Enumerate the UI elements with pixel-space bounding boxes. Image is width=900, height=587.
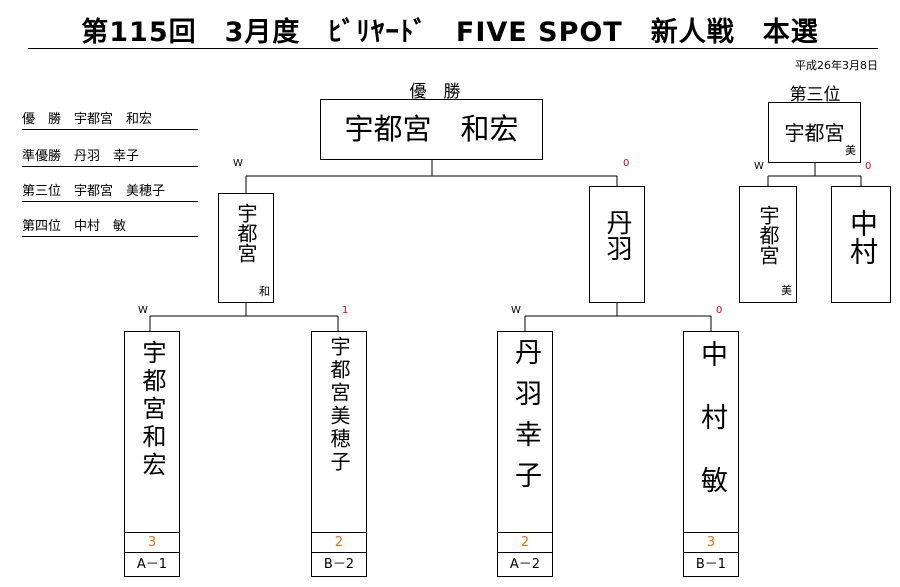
semi-2-seed: 2 <box>312 533 366 553</box>
title-underline <box>28 48 878 49</box>
champion-box: 宇都宮 和宏 <box>320 99 543 160</box>
result-third: 第三位 宇都宮 美穂子 <box>22 180 198 202</box>
third-left-sub: 美 <box>781 284 792 297</box>
semi-3-seed: 2 <box>498 533 552 553</box>
third-left-name: 宇都宮 <box>756 205 780 265</box>
result-second: 準優勝 丹羽 幸子 <box>22 145 198 167</box>
final-left-sub: 和 <box>259 285 270 298</box>
semi-1-name-cell: 宇都宮和宏 <box>125 332 179 533</box>
semi-2-box: 宇都宮美穂子 2 B－2 <box>311 331 367 577</box>
semi-3-name: 丹羽幸子 <box>510 338 541 502</box>
semi-4-box: 中村敏 3 B－1 <box>683 331 739 577</box>
semi-2-name-cell: 宇都宮美穂子 <box>312 332 366 533</box>
third-right-score: 0 <box>865 161 872 172</box>
result-fourth: 第四位 中村 敏 <box>22 215 198 237</box>
final-right-name: 丹羽 <box>602 209 632 261</box>
final-left-name: 宇都宮 <box>234 203 258 263</box>
semi-4-score: 0 <box>716 305 723 316</box>
semi-4-name-cell: 中村敏 <box>684 332 738 533</box>
semi-1-block: A－1 <box>136 557 168 572</box>
semi-1-name: 宇都宮和宏 <box>138 340 166 480</box>
third-right-box: 中村 <box>831 186 891 303</box>
final-right-box: 丹羽 <box>589 186 645 303</box>
semi-3-block: A－2 <box>509 557 541 572</box>
final-left-score: W <box>233 158 243 169</box>
result-first: 優 勝 宇都宮 和宏 <box>22 108 198 130</box>
final-left-box: 宇都宮 和 <box>218 193 274 303</box>
semi-3-name-cell: 丹羽幸子 <box>498 332 552 533</box>
third-right-name: 中村 <box>846 209 879 265</box>
champion-header: 優 勝 <box>409 82 461 102</box>
semi-4-block: B－1 <box>695 557 727 572</box>
semi-4-seed: 3 <box>684 533 738 553</box>
semi-4-name: 中村敏 <box>696 340 727 529</box>
event-date: 平成26年3月8日 <box>795 59 878 72</box>
semi-3-box: 丹羽幸子 2 A－2 <box>497 331 553 577</box>
semi-3-score: W <box>511 305 521 316</box>
semi-1-seed: 3 <box>125 533 179 553</box>
page-title: 第115回 3月度 ﾋﾞﾘﾔｰﾄﾞ FIVE SPOT 新人戦 本選 <box>81 17 819 48</box>
semi-1-score: W <box>138 305 148 316</box>
semi-2-score: 1 <box>342 305 349 316</box>
third-left-score: W <box>754 161 764 172</box>
champion-name: 宇都宮 和宏 <box>344 112 519 146</box>
third-place-sub: 美 <box>845 144 856 157</box>
semi-2-block: B－2 <box>323 557 355 572</box>
third-place-box: 宇都宮 美 <box>768 102 861 163</box>
third-place-header: 第三位 <box>789 85 841 105</box>
final-right-score: 0 <box>623 158 630 169</box>
semi-1-box: 宇都宮和宏 3 A－1 <box>124 331 180 577</box>
third-place-name: 宇都宮 <box>784 121 845 145</box>
semi-2-name: 宇都宮美穂子 <box>327 336 351 474</box>
third-left-box: 宇都宮 美 <box>739 186 797 303</box>
